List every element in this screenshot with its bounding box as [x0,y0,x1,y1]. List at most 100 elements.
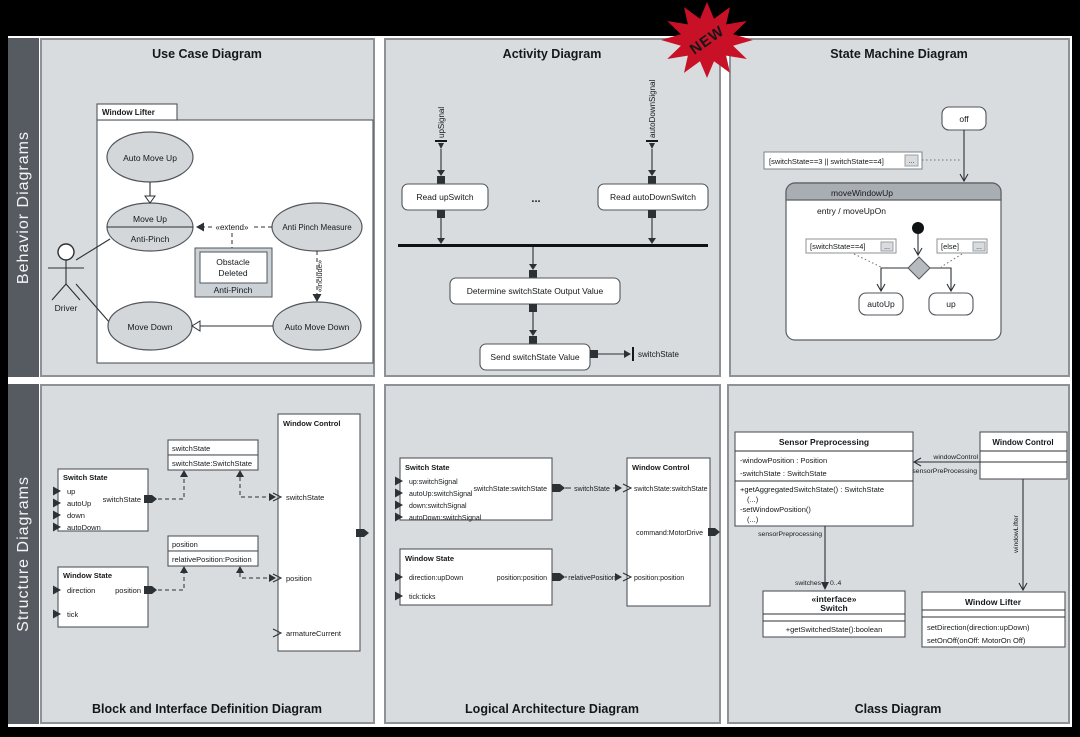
interface-switch: «interface» Switch +getSwitchedState():b… [762,590,906,638]
class-sensor-preprocessing: Sensor Preprocessing -windowPosition : P… [734,431,914,527]
svg-text:off: off [959,114,969,124]
svg-text:switchState:switchState: switchState:switchState [473,486,547,493]
dots-button [904,154,919,167]
dashed-connector-position [158,566,276,591]
lad-title: Logical Architecture Diagram [465,702,639,716]
svg-text:+getSwitchedState():boolean: +getSwitchedState():boolean [786,625,883,634]
svg-text:switchState: switchState [286,493,324,502]
svg-text:Window State: Window State [405,554,454,563]
output-port [144,495,157,503]
composite-state-movewindowup: moveWindowUp entry / moveUpOn [switchSta… [785,182,1002,341]
role-switches: switches [795,580,822,587]
block-window-control: Window Control switchState position arma… [272,413,369,652]
svg-text:Move Up: Move Up [133,214,167,224]
svg-text:autoUp:switchSignal: autoUp:switchSignal [409,491,473,498]
action-read-up-switch: Read upSwitch [401,183,489,244]
svg-text:down:switchSignal: down:switchSignal [409,503,467,510]
block-switch-state: Switch State up autoUp down autoDown swi… [53,468,157,532]
usecase-move-down: Move Down [107,301,193,351]
svg-text:switchState: switchState [574,486,610,493]
svg-text:up: up [946,299,956,309]
input-pin [272,628,283,638]
link-relativeposition: relativePosition [565,571,622,582]
assoc-driver-moveup [75,238,111,261]
output-pin [529,304,537,312]
block-switch-state: Switch State up:switchSignal autoUp:swit… [395,457,565,522]
svg-text:Obstacle: Obstacle [216,257,250,267]
svg-text:armatureCurrent: armatureCurrent [286,629,342,638]
action-determine-switchstate: Determine switchState Output Value [449,247,621,312]
transition-to-up [930,267,952,291]
generalization-auto-move-down [191,320,273,332]
role-sensorpreprocessing2: sensorPreProcessing [912,468,977,475]
svg-text:Auto Move Up: Auto Move Up [123,153,177,163]
role-sensorpreprocessing: sensorPreprocessing [758,531,822,538]
state-autoup: autoUp [858,292,904,316]
output-pin [437,210,445,218]
svg-text:Window Control: Window Control [283,419,340,428]
ellipsis-more-actions: ... [531,193,540,205]
svg-text:setOnOff(onOff: MotorOn Off): setOnOff(onOff: MotorOn Off) [927,636,1026,645]
svg-text:autoUp: autoUp [867,299,895,309]
usecase-auto-move-up: Auto Move Up [106,131,194,183]
svg-text:down: down [67,511,85,520]
svg-text:direction:upDown: direction:upDown [409,575,463,582]
guard-switchstate4: [switchState==4] ... [805,238,897,268]
svg-text:switchState:SwitchState: switchState:SwitchState [172,459,252,468]
svg-text:Sensor Preprocessing: Sensor Preprocessing [779,437,869,447]
svg-text:+getAggregatedSwitchState() :: +getAggregatedSwitchState() : SwitchStat… [740,485,884,494]
svg-text:relativePosition:Position: relativePosition:Position [172,555,252,564]
actor-label: Driver [55,303,78,313]
svg-text:command:MotorDrive: command:MotorDrive [636,530,703,537]
svg-text:position: position [172,540,198,549]
svg-text:Auto Move Down: Auto Move Down [285,322,350,332]
transition-off-to-movewindowup [959,130,969,183]
svg-text:...: ... [884,244,890,251]
join-bar [398,244,708,247]
svg-text:...: ... [976,244,982,251]
input-pin-arrow [395,572,403,582]
svg-text:setDirection(direction:upDown): setDirection(direction:upDown) [927,623,1030,632]
input-pin-arrow [53,585,61,595]
output-port [708,528,720,536]
sidebar-structure-label: Structure Diagrams [14,476,32,632]
svg-text:(...): (...) [747,495,759,504]
include-label: «include» [315,260,324,292]
role-windowlifter: windowLifter [1013,514,1020,554]
svg-text:Switch State: Switch State [405,463,450,472]
input-pin [529,336,537,344]
usecase-auto-move-down: Auto Move Down [272,301,362,351]
association-sensor-to-switch: sensorPreprocessing switches 0..4 [758,526,842,590]
svg-text:up:switchSignal: up:switchSignal [409,479,458,486]
panel-bdd: Block and Interface Definition Diagram S… [40,384,375,724]
input-pin-arrow [53,486,61,496]
association-windowcontrol-to-sensor: windowControl sensorPreProcessing [912,454,980,475]
svg-text:tick: tick [67,610,79,619]
input-pin [272,492,283,502]
svg-text:autoDown: autoDown [67,523,101,532]
svg-text:(...): (...) [747,515,759,524]
svg-text:position: position [115,586,141,595]
svg-text:switchState: switchState [172,444,210,453]
panel-state-machine-diagram: State Machine Diagram off [switchState==… [729,38,1070,377]
input-pin [437,176,445,184]
initial-state-dot [912,222,924,234]
svg-text:Deleted: Deleted [218,268,248,278]
auto-down-signal-label: autoDownSignal [648,80,657,138]
input-pin [622,572,633,582]
association-windowcontrol-to-lifter: windowLifter [1013,479,1028,592]
svg-text:direction: direction [67,586,95,595]
new-badge: NEW [661,2,753,78]
svg-text:autoUp: autoUp [67,499,91,508]
output-pin [590,350,598,358]
assoc-driver-movedown [75,283,111,324]
input-pin [648,176,656,184]
block-window-state: Window State direction:upDown tick:ticks… [395,548,565,606]
usecase-move-up: Move Up Anti-Pinch [106,202,194,252]
guard-else: [else] ... [936,238,988,268]
input-pin-arrow [53,510,61,520]
svg-text:tick:ticks: tick:ticks [409,594,436,601]
auto-down-signal-input: autoDownSignal [646,80,658,184]
output-pin [648,210,656,218]
